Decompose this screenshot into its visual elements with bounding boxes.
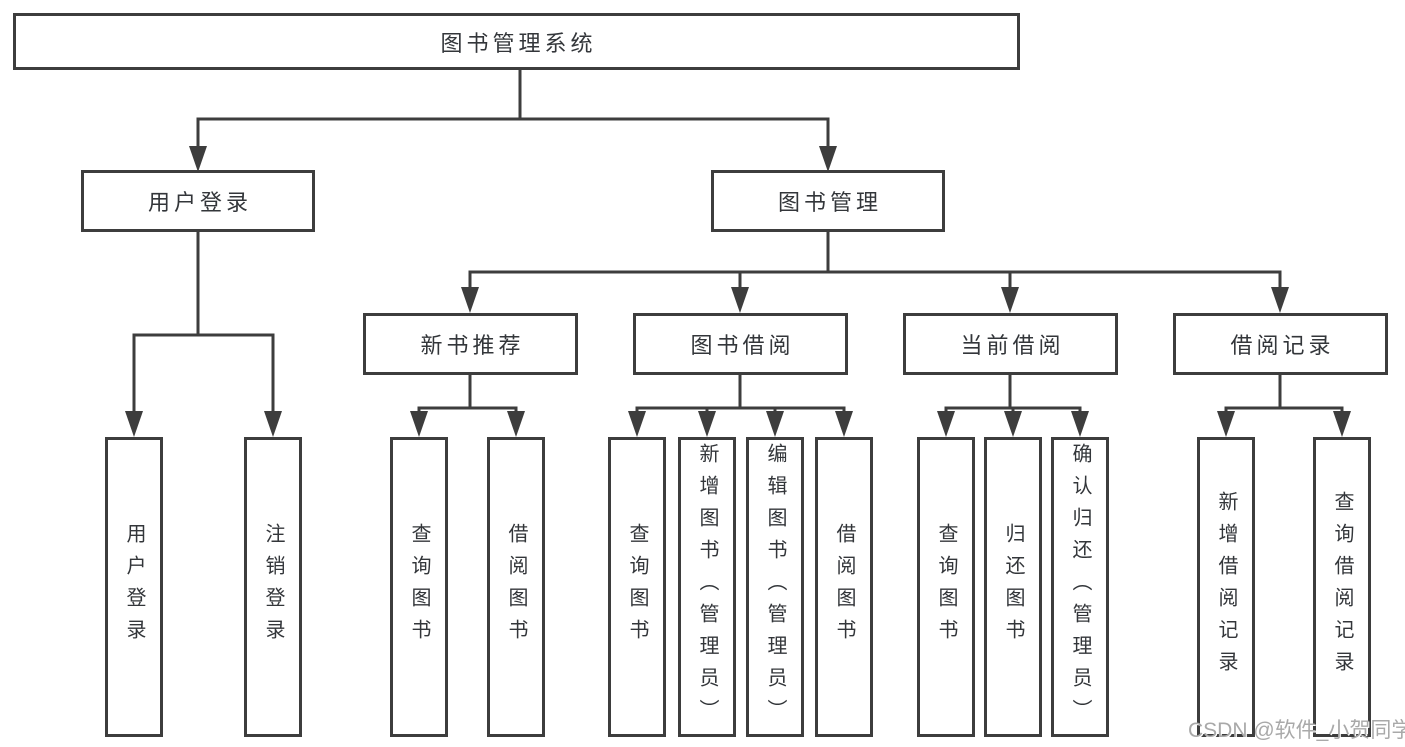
arrowhead: [819, 146, 837, 172]
arrowhead: [1001, 287, 1019, 313]
node-current-borrowing: 当前借阅: [903, 313, 1118, 375]
connector-book-management: [468, 232, 1282, 293]
connector-current-borrowing: [944, 375, 1082, 415]
leaf-label: 注销登录: [262, 523, 284, 651]
leaf-query-books-current: 查询图书: [917, 437, 975, 737]
node-label: 图书管理: [777, 190, 882, 215]
arrowhead: [189, 146, 207, 172]
leaf-label: 借阅图书: [833, 523, 855, 651]
csdn-watermark: CSDN @软件_小贺同学: [1188, 719, 1405, 742]
leaf-label: 用户登录: [123, 523, 145, 651]
node-new-book-recommend: 新书推荐: [363, 313, 578, 375]
leaf-label: 编辑图书（管理员）: [764, 443, 786, 731]
node-label: 图书管理系统: [440, 30, 597, 56]
arrowhead: [461, 287, 479, 313]
connector-user-login: [132, 232, 275, 415]
node-book-borrowing: 图书借阅: [633, 313, 848, 375]
leaf-label: 查询图书: [935, 523, 957, 651]
node-label: 用户登录: [147, 190, 252, 215]
arrowhead: [410, 411, 428, 437]
arrowhead: [264, 411, 282, 437]
connector-borrowing-records: [1224, 375, 1344, 415]
leaf-confirm-return-admin: 确认归还（管理员）: [1051, 437, 1109, 737]
leaf-label: 确认归还（管理员）: [1069, 443, 1091, 731]
leaf-label: 归还图书: [1002, 523, 1024, 651]
leaf-return-books: 归还图书: [984, 437, 1042, 737]
node-book-management: 图书管理: [711, 170, 945, 232]
arrowhead: [628, 411, 646, 437]
arrowhead: [1271, 287, 1289, 313]
leaf-label: 查询图书: [408, 523, 430, 651]
leaf-label: 查询图书: [626, 523, 648, 651]
arrowhead: [766, 411, 784, 437]
leaf-query-borrow-record: 查询借阅记录: [1313, 437, 1371, 737]
arrowhead: [1333, 411, 1351, 437]
leaf-label: 新增借阅记录: [1215, 491, 1237, 683]
leaf-logout-login: 注销登录: [244, 437, 302, 737]
arrowhead: [698, 411, 716, 437]
arrowhead: [507, 411, 525, 437]
leaf-borrow-books: 借阅图书: [815, 437, 873, 737]
leaf-query-books-recommend: 查询图书: [390, 437, 448, 737]
node-label: 新书推荐: [420, 333, 525, 358]
arrowhead: [835, 411, 853, 437]
node-label: 借阅记录: [1230, 333, 1335, 358]
arrowhead: [125, 411, 143, 437]
arrowhead: [1004, 411, 1022, 437]
node-borrowing-records: 借阅记录: [1173, 313, 1388, 375]
arrowhead: [1217, 411, 1235, 437]
arrowhead: [731, 287, 749, 313]
connector-new-book-recommend: [417, 375, 518, 415]
leaf-edit-book-admin: 编辑图书（管理员）: [746, 437, 804, 737]
node-label: 当前借阅: [960, 333, 1065, 358]
leaf-user-login: 用户登录: [105, 437, 163, 737]
leaf-label: 借阅图书: [505, 523, 527, 651]
leaf-query-books-borrowing: 查询图书: [608, 437, 666, 737]
node-label: 图书借阅: [690, 333, 795, 358]
leaf-add-borrow-record: 新增借阅记录: [1197, 437, 1255, 737]
arrowhead: [1071, 411, 1089, 437]
connector-book-borrowing: [635, 375, 846, 415]
node-root: 图书管理系统: [13, 13, 1020, 70]
leaf-add-book-admin: 新增图书（管理员）: [678, 437, 736, 737]
leaf-label: 查询借阅记录: [1331, 491, 1353, 683]
leaf-borrow-books-recommend: 借阅图书: [487, 437, 545, 737]
leaf-label: 新增图书（管理员）: [696, 443, 718, 731]
node-user-login: 用户登录: [81, 170, 315, 232]
arrowhead: [937, 411, 955, 437]
connector-root: [196, 70, 830, 150]
